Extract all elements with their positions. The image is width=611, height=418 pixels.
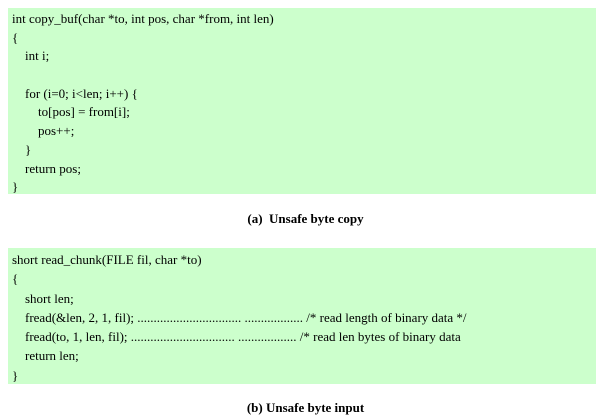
- code-line: for (i=0; i<len; i++) {: [12, 85, 138, 101]
- code-line: short len;: [12, 290, 74, 306]
- code-line: int copy_buf(char *to, int pos, char *fr…: [12, 11, 274, 26]
- code-line: }: [12, 367, 19, 383]
- code-line: }: [12, 141, 32, 157]
- code-line: [12, 66, 592, 85]
- code-line: to[pos] = from[i];: [12, 104, 130, 120]
- code-block-copy-buf: int copy_buf(char *to, int pos, char *fr…: [8, 8, 596, 194]
- code-line: short read_chunk(FILE fil, char *to): [12, 252, 202, 267]
- code-line: return pos;: [12, 160, 81, 176]
- code-line: pos++;: [12, 123, 75, 139]
- code-line: int i;: [12, 48, 50, 64]
- code-line: fread(to, 1, len, fil); ................…: [12, 329, 461, 345]
- code-line: fread(&len, 2, 1, fil); ................…: [12, 309, 467, 325]
- figure-caption-b: (b) Unsafe byte input: [246, 400, 365, 415]
- figure-caption-a: (a) Unsafe byte copy: [247, 211, 364, 226]
- code-block-read-chunk: short read_chunk(FILE fil, char *to) { s…: [8, 248, 596, 384]
- code-line: {: [12, 29, 19, 45]
- code-line: return len;: [12, 348, 79, 364]
- code-line: {: [12, 271, 19, 287]
- code-line: }: [12, 179, 19, 195]
